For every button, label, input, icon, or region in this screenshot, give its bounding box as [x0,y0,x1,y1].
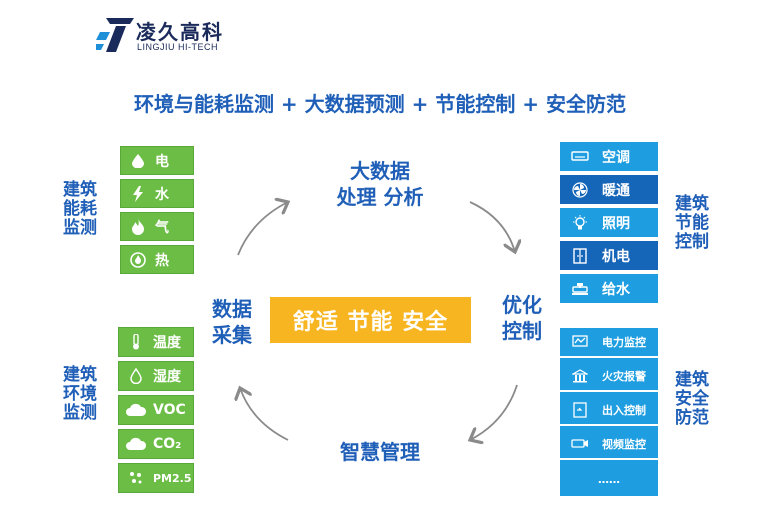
tile-label: 出入控制 [602,404,646,417]
flame-icon [127,218,149,235]
right-bottom-label: 建筑 安全 防范 [670,371,714,428]
right-top-label: 建筑 节能 控制 [670,195,714,252]
access-icon [570,402,590,418]
tile-label: VOC [153,402,186,418]
label-line: 安全 [675,389,709,409]
tile-label: …… [598,472,620,486]
tile-label: 热 [155,252,169,269]
label-line: 节能 [675,213,709,233]
tile-label: 湿度 [153,369,181,385]
arrow-analyze-to-control [469,201,515,252]
arrow-collect-to-analyze [237,202,288,256]
droplet-icon [127,153,149,168]
tile-label: 暖通 [602,182,630,199]
label-line: 监测 [63,218,97,238]
bulb-icon [570,214,590,231]
air-conditioner-icon [570,150,590,163]
tile-hvac[interactable]: 暖通 [560,175,658,204]
tile-video-surveillance[interactable]: 视频监控 [560,430,658,460]
left-top-label: 建筑 能耗 监测 [58,181,102,238]
headline: 环境与能耗监测 + 大数据预测 + 节能控制 + 安全防范 [133,92,627,116]
tile-label: CO₂ [153,436,182,452]
arrow-manage-to-collect [240,388,289,441]
tile-lighting[interactable]: 照明 [560,208,658,237]
tile-voc[interactable]: VOC [118,395,194,425]
tile-heat[interactable]: 热 [120,245,194,274]
environment-monitor-list: 温度 湿度 VOC CO₂ PM2.5 [118,327,194,497]
fan-icon [570,181,590,198]
lightning-icon [127,185,149,202]
tile-label: 火灾报警 [602,370,646,383]
node-big-data-analysis: 大数据 处理 分析 [318,158,442,210]
node-line: 采集 [212,323,252,347]
tile-co2[interactable]: CO₂ [118,429,194,459]
security-list: 电力监控 火灾报警 出入控制 视频监控 …… [560,328,658,498]
label-line: 控制 [675,232,709,252]
tile-label: 电 [155,153,169,170]
tile-label: 气 [155,219,169,236]
tile-access-control[interactable]: 出入控制 [560,396,658,426]
tile-temperature[interactable]: 温度 [118,327,194,357]
node-line: 大数据 [350,159,410,183]
camera-icon [570,438,590,450]
tile-water-supply[interactable]: 给水 [560,274,658,303]
lingjiu-logo-icon [96,18,134,52]
tile-label: 温度 [153,335,181,351]
tile-electricity[interactable]: 电 [120,146,194,175]
tile-water[interactable]: 水 [120,179,194,208]
fire-alarm-icon [570,369,590,383]
label-line: 建筑 [63,365,97,385]
left-bottom-label: 建筑 环境 监测 [58,366,102,423]
label-line: 环境 [63,384,97,404]
node-line: 控制 [502,319,542,343]
label-line: 防范 [675,408,709,428]
tile-label: 照明 [602,215,630,232]
tile-label: 机电 [602,248,630,265]
tile-fire-alarm[interactable]: 火灾报警 [560,362,658,392]
arrow-control-to-manage [470,384,518,440]
label-line: 建筑 [63,180,97,200]
tile-air-conditioning[interactable]: 空调 [560,142,658,171]
tile-label: 空调 [602,149,630,166]
label-line: 监测 [63,403,97,423]
logo-chinese-name: 凌久高科 [136,20,224,44]
thermometer-icon [125,334,147,350]
center-goal-box: 舒适 节能 安全 [270,297,471,343]
pm25-icon [125,471,147,485]
tile-power-monitoring[interactable]: 电力监控 [560,328,658,358]
label-line: 建筑 [675,370,709,390]
node-line: 数据 [212,297,252,321]
node-optimized-control: 优化 控制 [494,292,550,344]
tile-label: PM2.5 [153,471,192,485]
label-line: 能耗 [63,199,97,219]
tile-label: 给水 [602,281,630,298]
tile-gas[interactable]: 气 [120,212,194,241]
co2-cloud-icon [125,437,147,451]
heat-circle-icon [127,251,149,268]
energy-control-list: 空调 暖通 照明 机电 给水 [560,142,658,307]
faucet-icon [570,282,590,296]
tile-label: 水 [155,186,169,203]
node-line: 处理 分析 [336,185,424,209]
tile-mechanical-electrical[interactable]: 机电 [560,241,658,270]
tile-pm25[interactable]: PM2.5 [118,463,194,493]
node-line: 优化 [502,293,542,317]
logo-english-name: LINGJIU HI-TECH [137,42,219,52]
label-line: 建筑 [675,194,709,214]
energy-monitor-list: 电 水 气 热 [120,146,194,278]
tile-label: 视频监控 [602,438,646,451]
node-data-collection: 数据 采集 [204,296,260,348]
node-smart-management: 智慧管理 [340,440,420,464]
humidity-drop-icon [125,368,147,384]
tile-humidity[interactable]: 湿度 [118,361,194,391]
tile-label: 电力监控 [602,336,646,349]
power-monitor-icon [570,335,590,349]
voc-cloud-icon [125,403,147,417]
tile-more: …… [560,464,658,494]
cabinet-icon [570,247,590,264]
